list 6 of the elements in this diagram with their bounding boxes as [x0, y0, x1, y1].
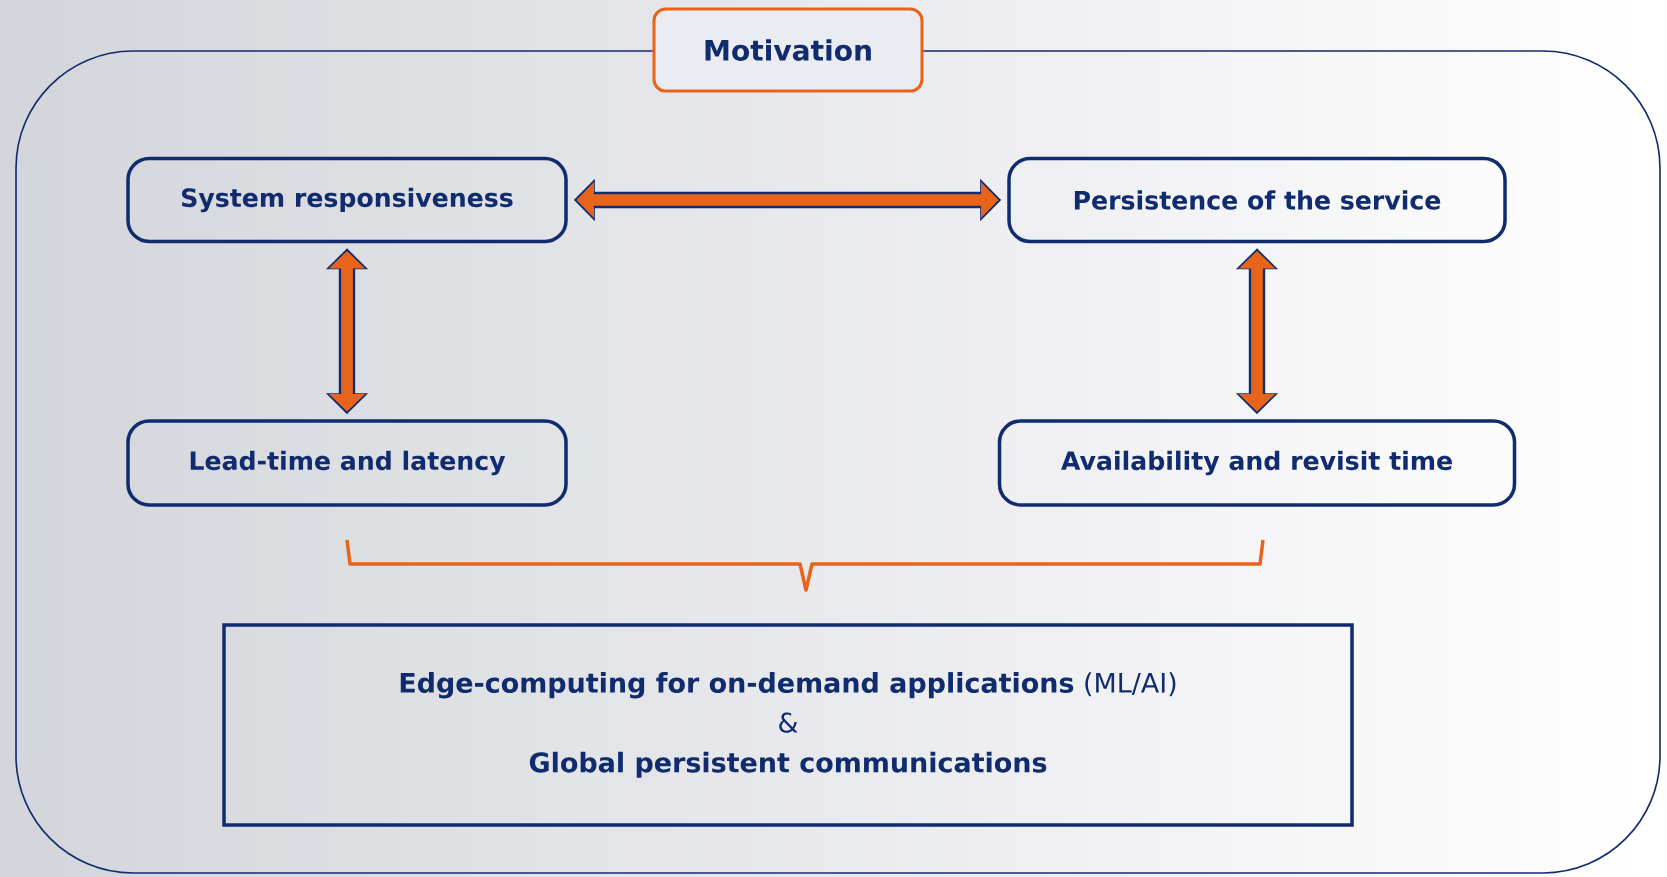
- heading-box: Motivation: [652, 7, 924, 93]
- topic-box: Lead-time and latency: [126, 419, 568, 507]
- topic-box: System responsiveness: [126, 156, 568, 244]
- result-box: Edge-computing for on-demand applications (ML/AI) & Global persistent communications: [222, 623, 1354, 827]
- topic-box: Availability and revisit time: [997, 419, 1517, 507]
- topic-box: Persistence of the service: [1007, 156, 1507, 244]
